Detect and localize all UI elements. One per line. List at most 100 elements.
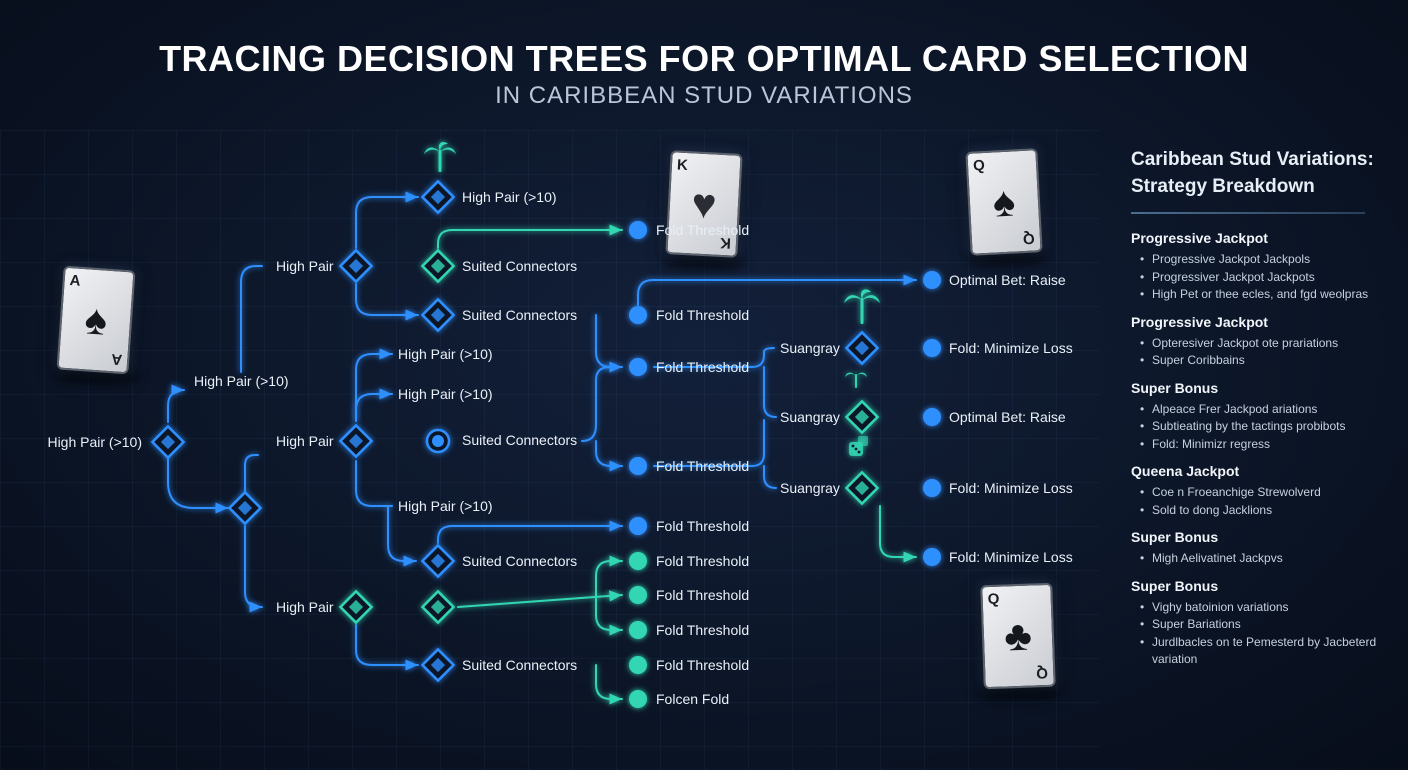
card-shadow (966, 254, 1048, 264)
node-label: High Pair (276, 599, 334, 615)
decision-diamond (420, 179, 456, 215)
section-item: Coe n Froeanchige Strewolverd (1140, 484, 1381, 502)
outcome-node (923, 408, 941, 426)
tree-edge (240, 265, 263, 373)
node-label: High Pair (>10) (398, 346, 493, 362)
tree-edge (437, 224, 623, 249)
node-dot (629, 358, 647, 376)
node-dot (629, 656, 647, 674)
outcome-node (923, 548, 941, 566)
node-label: High Pair (276, 433, 334, 449)
page-title: TRACING DECISION TREES FOR OPTIMAL CARD … (159, 38, 1249, 79)
node-label: Folcen Fold (656, 691, 729, 707)
outcome-node (629, 552, 647, 570)
node-label: Fold Threshold (656, 359, 749, 375)
outcome-node (629, 221, 647, 239)
node-label: Fold: Minimize Loss (949, 480, 1073, 496)
diamond-inner (430, 599, 446, 615)
diamond-inner (854, 409, 870, 425)
node-dot (923, 271, 941, 289)
diamond-inner (854, 480, 870, 496)
strategy-section: Super BonusMigh Aelivatinet Jackpvs (1131, 529, 1381, 568)
tree-edge (637, 274, 917, 306)
page-subtitle: IN CARIBBEAN STUD VARIATIONS (495, 82, 913, 109)
diamond-inner (430, 657, 446, 673)
diamond-inner (430, 189, 446, 205)
node-dot (629, 690, 647, 708)
tree-edge (595, 606, 623, 636)
node-core (432, 435, 444, 447)
node-label: Fold: Minimize Loss (949, 340, 1073, 356)
node-label: Optimal Bet: Raise (949, 409, 1066, 425)
card-shadow (664, 258, 746, 268)
node-label: High Pair (>10) (194, 373, 289, 389)
tree-edge (387, 505, 417, 567)
decision-diamond (844, 330, 880, 366)
section-heading: Progressive Jackpot (1131, 313, 1268, 330)
tree-edge (581, 366, 611, 442)
strategy-section: Queena JackpotCoe n Froeanchige Strewolv… (1131, 463, 1381, 519)
tree-nodes (150, 179, 941, 708)
decision-diamond (420, 248, 456, 284)
decision-diamond (420, 297, 456, 333)
tree-edge (355, 460, 393, 507)
decision-diamond (338, 589, 374, 625)
node-dot (629, 552, 647, 570)
tree-labels: High Pair (>10)High Pair (>10)High PairH… (47, 189, 1072, 707)
section-list: Vighy batoinion variationsSuper Bariatio… (1131, 599, 1381, 669)
node-label: Fold Threshold (656, 657, 749, 673)
node-label: Suangray (780, 480, 840, 496)
tree-edge (167, 441, 229, 514)
node-dot (923, 408, 941, 426)
card-shadow (58, 372, 144, 382)
section-list: Opteresiver Jackpot ote prariationsSuper… (1131, 335, 1381, 370)
node-label: Suited Connectors (462, 432, 577, 448)
tree-edge (595, 555, 623, 608)
node-label: High Pair (276, 258, 334, 274)
node-label: Fold Threshold (656, 587, 749, 603)
decision-diamond (420, 589, 456, 625)
tree-edge (355, 283, 419, 321)
decision-diamond (420, 543, 456, 579)
section-item: Alpeace Frer Jackpod ariations (1140, 401, 1381, 419)
decision-diamond (420, 647, 456, 683)
tree-edge (244, 525, 263, 613)
dice-icon (849, 436, 868, 456)
panel-title-line1: Caribbean Stud Variations: (1131, 149, 1374, 170)
section-list: Progressive Jackpot JackpolsProgressiver… (1131, 251, 1381, 304)
diamond-inner (160, 434, 176, 450)
section-item: Subtieating by the tactings probibots (1140, 418, 1381, 436)
outcome-node (923, 479, 941, 497)
tree-edge (437, 520, 623, 544)
decision-diamond (844, 470, 880, 506)
section-heading: Super Bonus (1131, 529, 1219, 545)
section-item: Super Bariations (1140, 616, 1381, 634)
node-label: High Pair (>10) (398, 498, 493, 514)
tree-edge (244, 454, 259, 509)
strategy-section: Progressive JackpotProgressive Jackpot J… (1131, 230, 1381, 304)
section-item: High Pet or thee ecles, and fgd weolpras (1140, 286, 1381, 304)
diamond-inner (854, 340, 870, 356)
section-heading: Super Bonus (1131, 577, 1219, 594)
tree-edge (595, 440, 623, 472)
decision-diamond (338, 248, 374, 284)
tree-edge (879, 505, 917, 563)
card-shadow (978, 688, 1060, 698)
node-dot (629, 457, 647, 475)
diamond-inner (430, 553, 446, 569)
node-label: Fold Threshold (656, 622, 749, 638)
tree-edge (595, 314, 623, 373)
tree-edge (167, 384, 185, 423)
outcome-node (629, 586, 647, 604)
section-item: Progressive Jackpot Jackpols (1140, 251, 1381, 269)
node-label: Fold Threshold (656, 553, 749, 569)
outcome-node (629, 457, 647, 475)
node-dot (629, 621, 647, 639)
outcome-node (923, 271, 941, 289)
section-item: Sold to dong Jacklions (1140, 502, 1381, 520)
tree-edge (355, 624, 419, 671)
palm-tree-icon (844, 289, 880, 324)
strategy-panel: Caribbean Stud Variations: Strategy Brea… (1131, 146, 1381, 679)
section-item: Opteresiver Jackpot ote prariations (1140, 335, 1381, 353)
palm-tree-icon (845, 372, 867, 388)
